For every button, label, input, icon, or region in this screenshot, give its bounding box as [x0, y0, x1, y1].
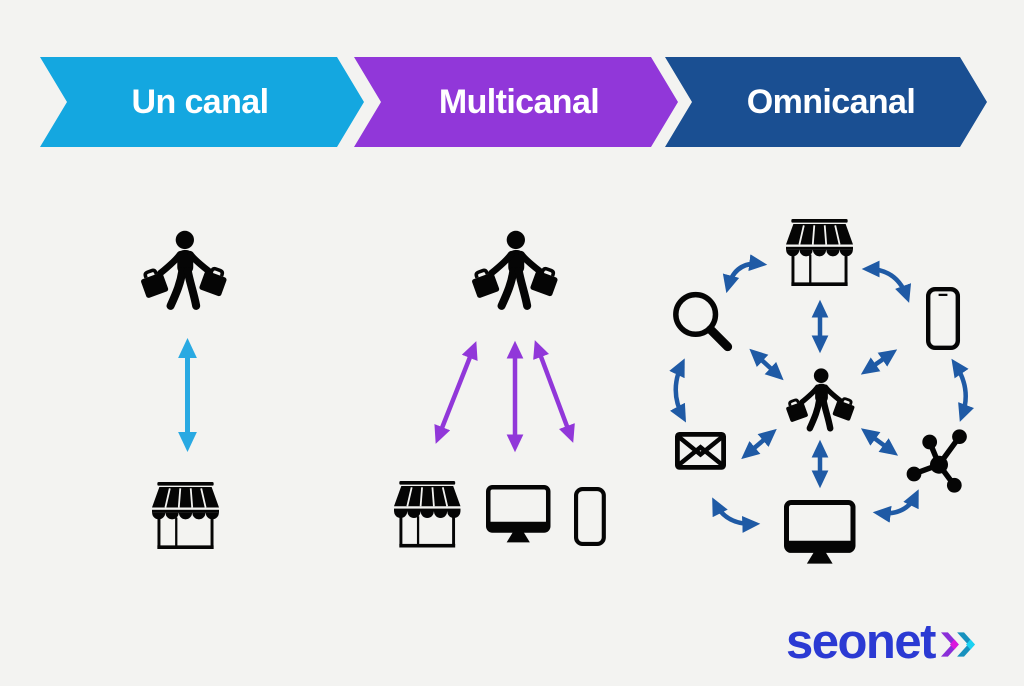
brand-logo: seonet — [786, 618, 977, 667]
smartphone-icon — [576, 489, 604, 544]
arrow-hub-envelope — [741, 428, 777, 460]
banner-un-canal-label: Un canal — [131, 82, 269, 121]
shopper-icon — [139, 231, 229, 306]
arrow-hub-magnifier — [749, 348, 784, 381]
network-icon — [907, 429, 967, 492]
arrow-ring-envelope-magnifier — [669, 358, 686, 423]
storefront-icon — [785, 218, 854, 287]
desktop-monitor-icon — [487, 487, 549, 542]
banner-un-canal: Un canal — [40, 57, 364, 147]
storefront-icon — [393, 480, 462, 549]
arrow-ring-network-monitor — [872, 489, 919, 523]
logo-chevron-2 — [957, 631, 975, 657]
magnifier-icon — [676, 295, 728, 347]
storefront-icon — [151, 481, 220, 550]
arrow-hub-phone — [860, 349, 898, 375]
logo-chevron-1 — [940, 631, 959, 657]
arrow-ring-magnifier-storefront — [722, 254, 768, 294]
column-omnicanal — [669, 218, 974, 564]
banner-omnicanal-label: Omnicanal — [746, 82, 916, 121]
shopper-icon — [470, 231, 560, 306]
shopper-icon — [784, 368, 856, 428]
desktop-monitor-icon — [785, 503, 854, 564]
brand-logo-text: seonet — [786, 615, 936, 669]
arrow-shopper-phone — [533, 340, 575, 443]
brand-logo-chevrons-icon — [940, 631, 975, 657]
arrow-ring-phone-network — [951, 358, 974, 422]
arrow-hub-network — [860, 428, 899, 456]
arrow-ring-monitor-envelope — [712, 497, 761, 533]
column-un-canal — [139, 231, 229, 550]
column-multicanal — [393, 231, 604, 549]
arrow-shopper-storefront — [434, 341, 478, 444]
banner-multicanal-label: Multicanal — [438, 82, 600, 121]
smartphone-icon — [928, 289, 958, 348]
arrow-ring-storefront-phone — [861, 260, 912, 303]
envelope-icon — [677, 434, 723, 467]
banner-omnicanal: Omnicanal — [665, 57, 987, 147]
banner-multicanal: Multicanal — [354, 57, 678, 147]
